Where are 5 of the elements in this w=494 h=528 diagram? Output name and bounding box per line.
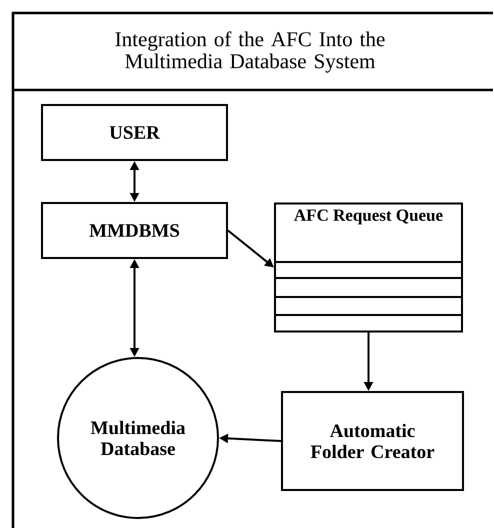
- title: Integration of the AFC Into the Multimedia Database System: [115, 31, 385, 73]
- process-box: Automatic Folder Creator: [281, 391, 464, 491]
- queue-box: AFC Request Queue: [274, 202, 463, 332]
- process-box: USER: [41, 104, 228, 161]
- process-box: MMDBMS: [41, 202, 228, 259]
